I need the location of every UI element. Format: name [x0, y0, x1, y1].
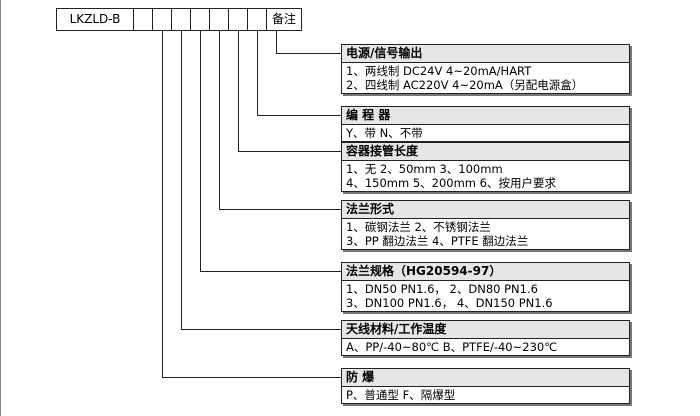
connector-power-signal [276, 31, 341, 54]
section-power-signal: 电源/信号输出 1、两线制 DC24V 4~20mA/HART 2、四线制 AC… [341, 44, 630, 94]
option-line: 3、DN100 PN1.6， 4、DN150 PN1.6 [346, 296, 553, 310]
section-title: 法兰形式 [341, 200, 630, 219]
connector-programmer [257, 31, 341, 116]
section-options: 1、DN50 PN1.6， 2、DN80 PN1.6 3、DN100 PN1.6… [341, 281, 630, 312]
option-line: 2、四线制 AC220V 4~20mA（另配电源盒） [346, 78, 584, 92]
option-line: P、普通型 F、隔爆型 [346, 388, 456, 402]
section-options: A、PP/-40~80℃ B、PTFE/-40~230℃ [341, 339, 630, 356]
connector-antenna [181, 31, 341, 330]
connector-flange-spec [200, 31, 341, 272]
section-title: 容器接管长度 [341, 142, 630, 161]
option-line: 1、碳钢法兰 2、不锈钢法兰 [346, 220, 491, 234]
note-cell: 备注 [266, 8, 302, 31]
option-line: 3、PP 翻边法兰 4、PTFE 翻边法兰 [346, 234, 529, 248]
section-programmer: 编 程 器 Y、带 N、不带 [341, 106, 630, 142]
option-line: 1、DN50 PN1.6， 2、DN80 PN1.6 [346, 282, 538, 296]
section-options: 1、两线制 DC24V 4~20mA/HART 2、四线制 AC220V 4~2… [341, 63, 630, 94]
section-nozzle-length: 容器接管长度 1、无 2、50mm 3、100mm 4、150mm 5、200m… [341, 142, 630, 192]
section-title: 编 程 器 [341, 106, 630, 125]
section-options: P、普通型 F、隔爆型 [341, 387, 630, 404]
section-title: 法兰规格（HG20594-97） [341, 262, 630, 281]
section-flange-spec: 法兰规格（HG20594-97） 1、DN50 PN1.6， 2、DN80 PN… [341, 262, 630, 312]
option-line: Y、带 N、不带 [346, 126, 423, 140]
connector-explosion [162, 31, 341, 378]
section-antenna-material: 天线材料/工作温度 A、PP/-40~80℃ B、PTFE/-40~230℃ [341, 320, 630, 356]
connector-flange-type [219, 31, 341, 210]
option-line: 1、两线制 DC24V 4~20mA/HART [346, 64, 532, 78]
option-line: 4、150mm 5、200mm 6、按用户要求 [346, 176, 556, 190]
section-title: 电源/信号输出 [341, 44, 630, 63]
section-options: 1、无 2、50mm 3、100mm 4、150mm 5、200mm 6、按用户… [341, 161, 630, 192]
section-flange-type: 法兰形式 1、碳钢法兰 2、不锈钢法兰 3、PP 翻边法兰 4、PTFE 翻边法… [341, 200, 630, 250]
connector-nozzle-length [238, 31, 341, 152]
section-options: Y、带 N、不带 [341, 125, 630, 142]
model-code-row: LKZLD-B 备注 [56, 8, 302, 31]
section-explosion-proof: 防 爆 P、普通型 F、隔爆型 [341, 368, 630, 404]
option-line: 1、无 2、50mm 3、100mm [346, 162, 503, 176]
section-options: 1、碳钢法兰 2、不锈钢法兰 3、PP 翻边法兰 4、PTFE 翻边法兰 [341, 219, 630, 250]
section-title: 天线材料/工作温度 [341, 320, 630, 339]
model-code-cell: LKZLD-B [56, 8, 134, 31]
section-title: 防 爆 [341, 368, 630, 387]
option-line: A、PP/-40~80℃ B、PTFE/-40~230℃ [346, 340, 558, 354]
